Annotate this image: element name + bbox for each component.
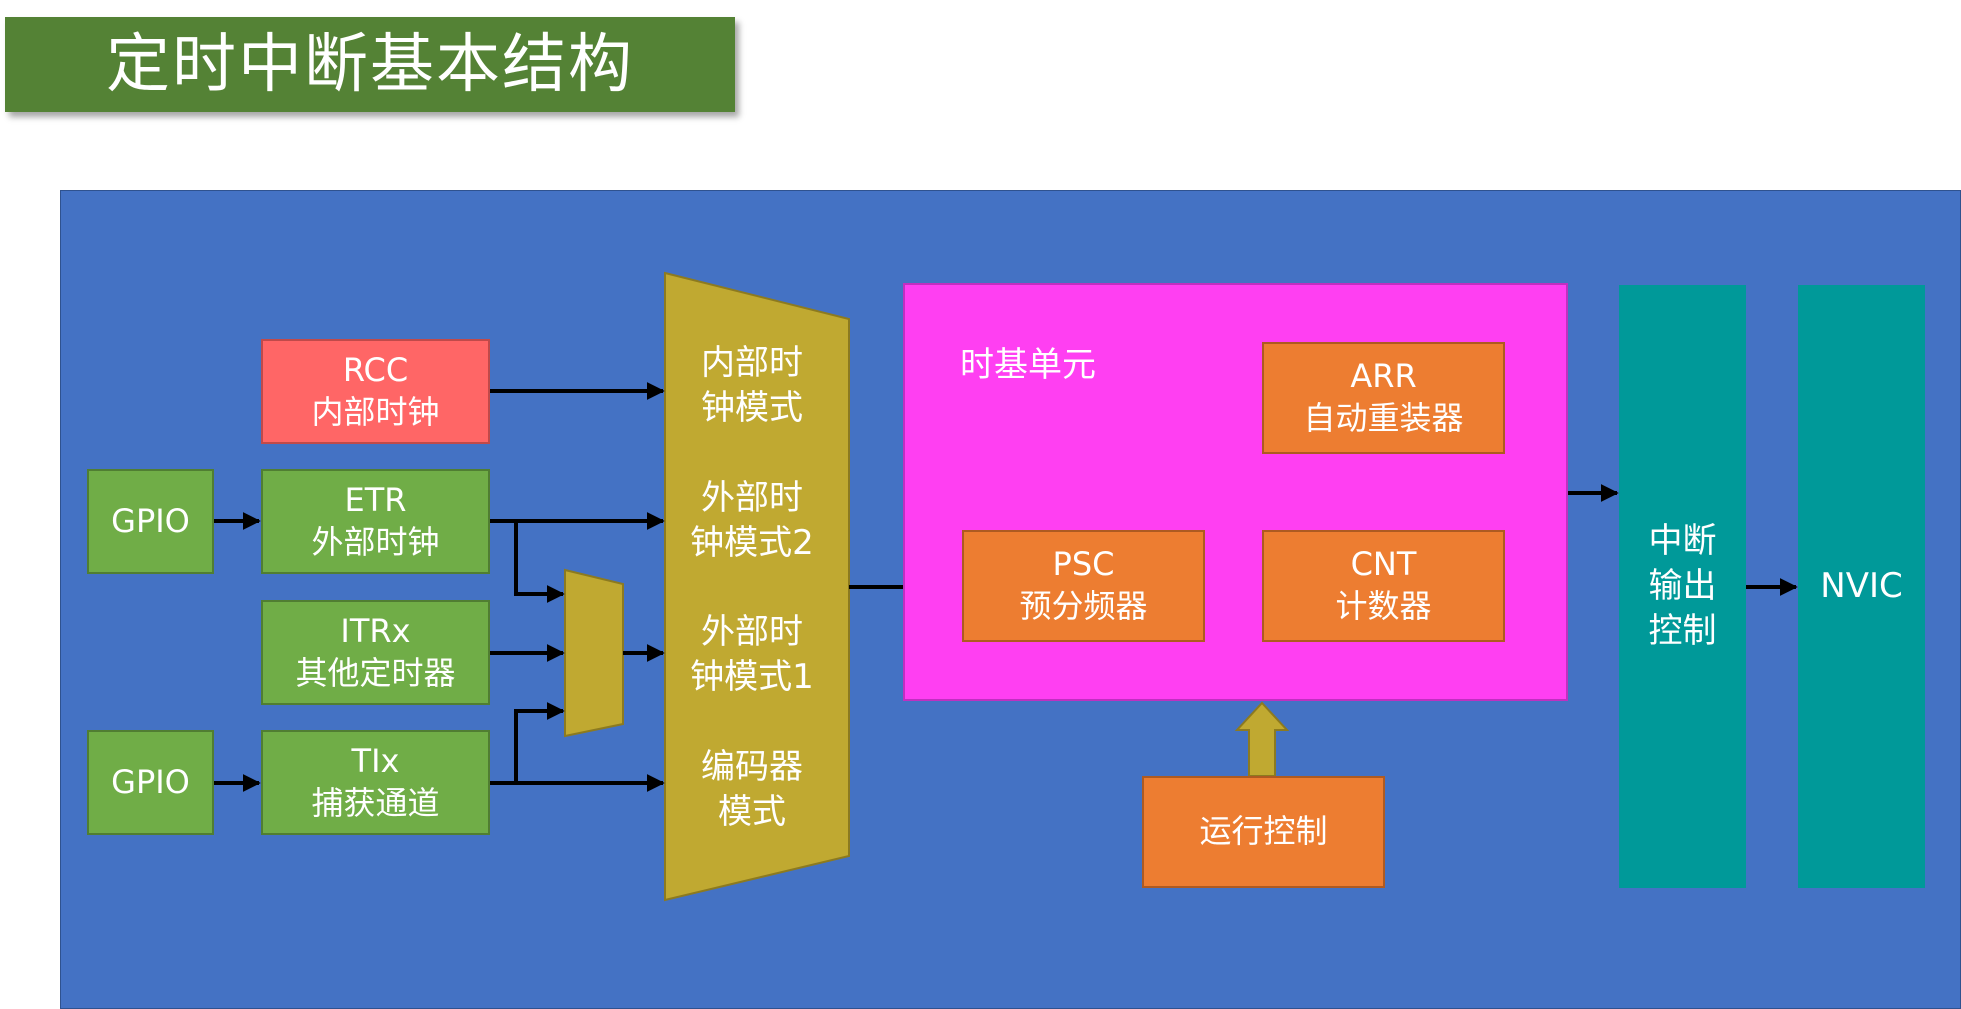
mode-external1-line2: 钟模式1: [690, 656, 814, 697]
mode-external-clock-1: 外部时 钟模式1: [672, 610, 832, 700]
interrupt-output-control-box: 中断 输出 控制: [1619, 285, 1746, 888]
trigger-select-mux: [564, 568, 624, 738]
psc-sublabel: 预分频器: [1019, 587, 1148, 625]
etr-label: ETR: [344, 480, 407, 519]
time-base-label: 时基单元: [960, 345, 1096, 385]
tix-sublabel: 捕获通道: [311, 783, 440, 822]
etr-external-clock-box: ETR 外部时钟: [261, 469, 490, 574]
arrow-etr-to-small-mux: [514, 521, 565, 603]
interrupt-output-line1: 中断: [1648, 521, 1717, 562]
mode-encoder-line1: 编码器: [701, 747, 803, 787]
rcc-sublabel: 内部时钟: [311, 392, 440, 431]
mode-encoder-line2: 模式: [718, 791, 786, 832]
mode-external1-line1: 外部时: [701, 612, 803, 652]
mode-encoder: 编码器 模式: [672, 745, 832, 835]
run-control-up-arrow: [1234, 701, 1290, 777]
gpio-box-bottom: GPIO: [87, 730, 214, 835]
nvic-label: NVIC: [1820, 566, 1903, 607]
mode-internal-line1: 内部时: [701, 343, 803, 383]
gpio-box-top: GPIO: [87, 469, 214, 574]
etr-sublabel: 外部时钟: [311, 522, 440, 561]
mode-internal-clock: 内部时 钟模式: [672, 341, 832, 431]
page-title: 定时中断基本结构: [106, 27, 634, 102]
arr-sublabel: 自动重装器: [1303, 399, 1464, 437]
interrupt-output-line2: 输出: [1648, 566, 1717, 607]
cnt-counter-box: CNT 计数器: [1262, 530, 1505, 642]
itrx-other-timer-box: ITRx 其他定时器: [261, 600, 490, 705]
mode-external-clock-2: 外部时 钟模式2: [672, 476, 832, 566]
interrupt-output-line3: 控制: [1648, 610, 1717, 651]
arr-label: ARR: [1350, 357, 1417, 396]
tix-capture-channel-box: TIx 捕获通道: [261, 730, 490, 835]
rcc-label: RCC: [342, 350, 409, 389]
cnt-label: CNT: [1350, 545, 1417, 584]
run-control-label: 运行控制: [1199, 812, 1328, 851]
clock-mode-mux: [664, 271, 850, 902]
tix-label: TIx: [351, 741, 400, 780]
itrx-sublabel: 其他定时器: [295, 653, 456, 692]
gpio-top-label: GPIO: [111, 501, 190, 540]
gpio-bottom-label: GPIO: [111, 762, 190, 801]
rcc-internal-clock-box: RCC 内部时钟: [261, 339, 490, 444]
arr-auto-reload-box: ARR 自动重装器: [1262, 342, 1505, 454]
mode-external2-line1: 外部时: [701, 478, 803, 518]
cnt-sublabel: 计数器: [1335, 587, 1432, 625]
arrow-tix-to-small-mux: [514, 702, 565, 783]
psc-label: PSC: [1052, 545, 1115, 584]
mode-external2-line2: 钟模式2: [690, 522, 814, 563]
itrx-label: ITRx: [340, 611, 411, 650]
nvic-box: NVIC: [1798, 285, 1925, 888]
mode-internal-line2: 钟模式: [701, 387, 803, 428]
run-control-box: 运行控制: [1142, 776, 1385, 888]
psc-prescaler-box: PSC 预分频器: [962, 530, 1205, 642]
title-bar: 定时中断基本结构: [5, 17, 735, 112]
